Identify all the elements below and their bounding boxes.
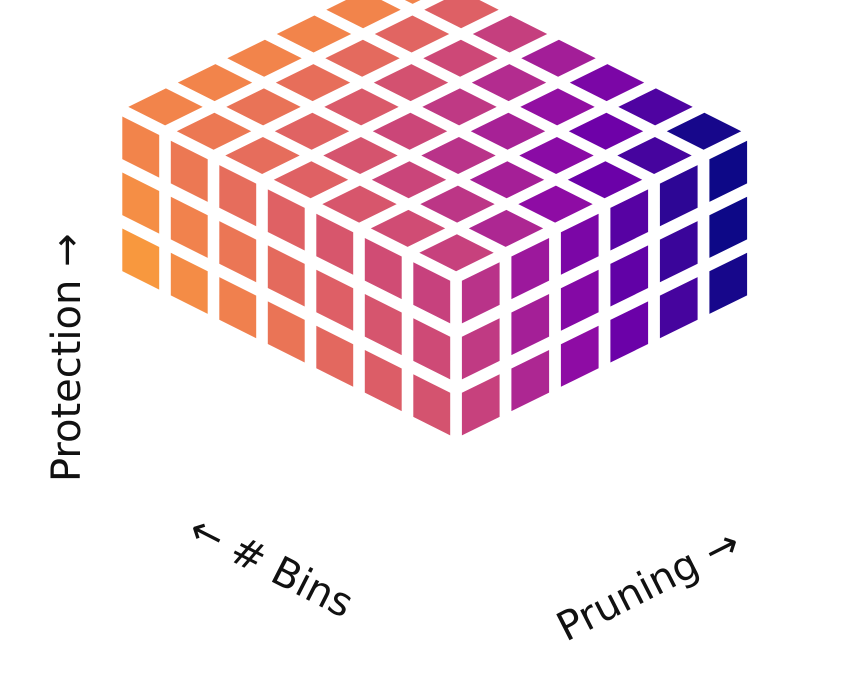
right-face-cell	[511, 294, 550, 356]
left-face-cell	[267, 301, 305, 363]
top-face-cell	[470, 112, 546, 150]
right-face-cell	[610, 245, 649, 307]
top-face-cell	[326, 0, 401, 29]
right-face-cell	[659, 277, 698, 339]
top-face-cell	[374, 15, 450, 53]
top-face-cell	[371, 161, 447, 199]
left-face-cell	[364, 294, 402, 356]
top-face-cell	[128, 88, 203, 126]
top-face-cell	[274, 112, 350, 150]
top-face-cell	[423, 39, 498, 77]
right-face-cell	[709, 196, 748, 258]
top-face-cell	[518, 185, 593, 223]
top-face-cell	[276, 15, 352, 53]
cube-grid	[122, 0, 748, 436]
top-face-cell	[519, 137, 594, 174]
left-face-cell	[267, 189, 305, 251]
left-face-cell	[122, 116, 160, 178]
left-face-cell	[316, 325, 354, 387]
top-face-cell	[468, 209, 544, 247]
left-face-cell	[413, 374, 451, 436]
top-face-cell	[422, 88, 497, 126]
top-face-cell	[273, 161, 349, 199]
right-face-cell	[610, 301, 649, 363]
top-face-cell	[471, 64, 547, 102]
left-face-cell	[267, 245, 305, 307]
left-face-cell	[364, 350, 402, 412]
pruning-axis-label: Pruning →	[550, 520, 748, 651]
right-face-cell	[560, 213, 599, 275]
top-face-cell	[373, 64, 449, 102]
top-face-cell	[520, 88, 595, 126]
top-face-cell	[404, 0, 421, 4]
bins-axis-label: ← # Bins	[181, 506, 360, 627]
top-face-cell	[424, 0, 499, 29]
left-face-cell	[122, 172, 160, 234]
left-face-cell	[316, 269, 354, 331]
right-face-cell	[610, 189, 649, 251]
left-face-cell	[170, 140, 208, 202]
top-face-cell	[420, 185, 495, 223]
top-face-cell	[617, 137, 692, 174]
right-face-cell	[511, 238, 550, 300]
top-face-cell	[372, 112, 448, 150]
left-face-cell	[122, 228, 160, 290]
right-face-cell	[659, 221, 698, 283]
right-face-cell	[709, 252, 748, 314]
top-face-cell	[419, 234, 494, 272]
left-face-cell	[219, 165, 257, 227]
left-face-cell	[413, 262, 451, 324]
top-face-cell	[225, 137, 300, 174]
left-face-cell	[413, 318, 451, 380]
right-face-cell	[461, 318, 500, 380]
top-face-cell	[569, 64, 645, 102]
left-face-cell	[316, 213, 354, 275]
protection-axis-label: Protection →	[44, 233, 90, 482]
top-face-cell	[176, 112, 252, 150]
right-face-cell	[659, 165, 698, 227]
right-face-cell	[560, 269, 599, 331]
left-face-cell	[364, 238, 402, 300]
top-face-cell	[472, 15, 548, 53]
top-face-cell	[568, 112, 644, 150]
top-face-cell	[323, 137, 398, 174]
top-face-cell	[322, 185, 397, 223]
left-face-cell	[170, 252, 208, 314]
top-face-cell	[370, 209, 446, 247]
top-face-cell	[469, 161, 545, 199]
top-face-cell	[325, 39, 400, 77]
top-face-cell	[618, 88, 693, 126]
right-face-cell	[560, 325, 599, 387]
right-face-cell	[461, 262, 500, 324]
top-face-cell	[226, 88, 301, 126]
top-face-cell	[177, 64, 253, 102]
right-face-cell	[709, 140, 748, 202]
top-face-cell	[227, 39, 302, 77]
right-face-cell	[511, 350, 550, 412]
left-face-cell	[170, 196, 208, 258]
right-face-cell	[461, 374, 500, 436]
top-face-cell	[666, 112, 742, 150]
left-face-cell	[219, 221, 257, 283]
top-face-cell	[421, 137, 496, 174]
top-face-cell	[275, 64, 351, 102]
top-face-cell	[324, 88, 399, 126]
top-face-cell	[521, 39, 596, 77]
top-face-cell	[567, 161, 643, 199]
left-face-cell	[219, 277, 257, 339]
